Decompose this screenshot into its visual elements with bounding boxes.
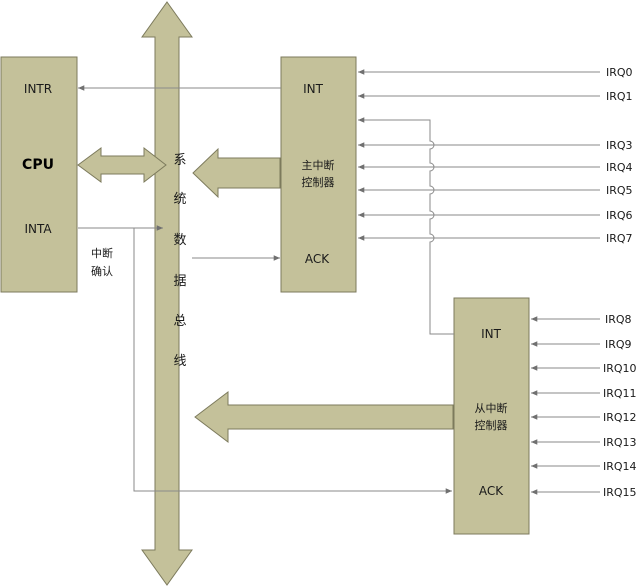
irq0-label: IRQ0 — [606, 66, 633, 79]
cpu-intr-label: INTR — [24, 82, 52, 96]
master-bus-link — [192, 147, 281, 199]
cpu-title: CPU — [22, 157, 54, 173]
irq4-label: IRQ4 — [606, 161, 633, 174]
irq13-label: IRQ13 — [603, 436, 637, 449]
irq11-label: IRQ11 — [603, 387, 637, 400]
bus-char-4: 据 — [173, 274, 186, 289]
slave-ack-label: ACK — [479, 484, 504, 498]
ack-note-line-2: 确认 — [91, 265, 113, 278]
slave-controller — [453, 297, 530, 535]
cpu-bus-link — [77, 146, 167, 184]
irq9-label: IRQ9 — [605, 338, 632, 351]
bus-label: 系 统 数 据 总 线 — [173, 153, 186, 369]
bus-char-1: 系 — [173, 153, 186, 168]
bus-char-5: 总 — [173, 314, 186, 329]
master-irq-wires — [358, 69, 600, 241]
irq6-label: IRQ6 — [606, 209, 633, 222]
irq12-label: IRQ12 — [603, 411, 637, 424]
irq5-label: IRQ5 — [606, 184, 633, 197]
slave-irq-labels: IRQ8 IRQ9 IRQ10 IRQ11 IRQ12 IRQ13 IRQ14 … — [603, 313, 637, 499]
master-name-line-2: 控制器 — [302, 175, 335, 189]
master-int-label: INT — [303, 82, 324, 96]
bus-char-6: 线 — [173, 354, 186, 369]
cpu-inta-label: INTA — [24, 222, 52, 236]
slave-irq-wires — [531, 316, 600, 495]
slave-bus-link — [194, 390, 454, 444]
master-name-line-1: 主中断 — [302, 158, 335, 172]
slave-int-to-master-irq2-wire — [358, 117, 454, 335]
master-ack-label: ACK — [305, 252, 330, 266]
system-data-bus — [141, 1, 193, 586]
irq15-label: IRQ15 — [603, 486, 637, 499]
irq1-label: IRQ1 — [606, 90, 633, 103]
slave-name-line-2: 控制器 — [475, 418, 508, 432]
irq14-label: IRQ14 — [603, 460, 637, 473]
master-controller — [280, 56, 357, 293]
ack-note-line-1: 中断 — [91, 246, 113, 260]
inta-to-slave-ack-wire — [133, 228, 452, 494]
cpu-block — [0, 56, 78, 293]
slave-int-label: INT — [481, 327, 502, 341]
slave-name-line-1: 从中断 — [475, 401, 508, 415]
irq3-label: IRQ3 — [606, 139, 633, 152]
bus-char-3: 数 — [173, 233, 186, 248]
master-irq-labels: IRQ0 IRQ1 IRQ3 IRQ4 IRQ5 IRQ6 IRQ7 — [606, 66, 633, 245]
irq7-label: IRQ7 — [606, 232, 633, 245]
bus-char-2: 统 — [173, 192, 186, 207]
irq8-label: IRQ8 — [605, 313, 632, 326]
irq10-label: IRQ10 — [603, 362, 637, 375]
